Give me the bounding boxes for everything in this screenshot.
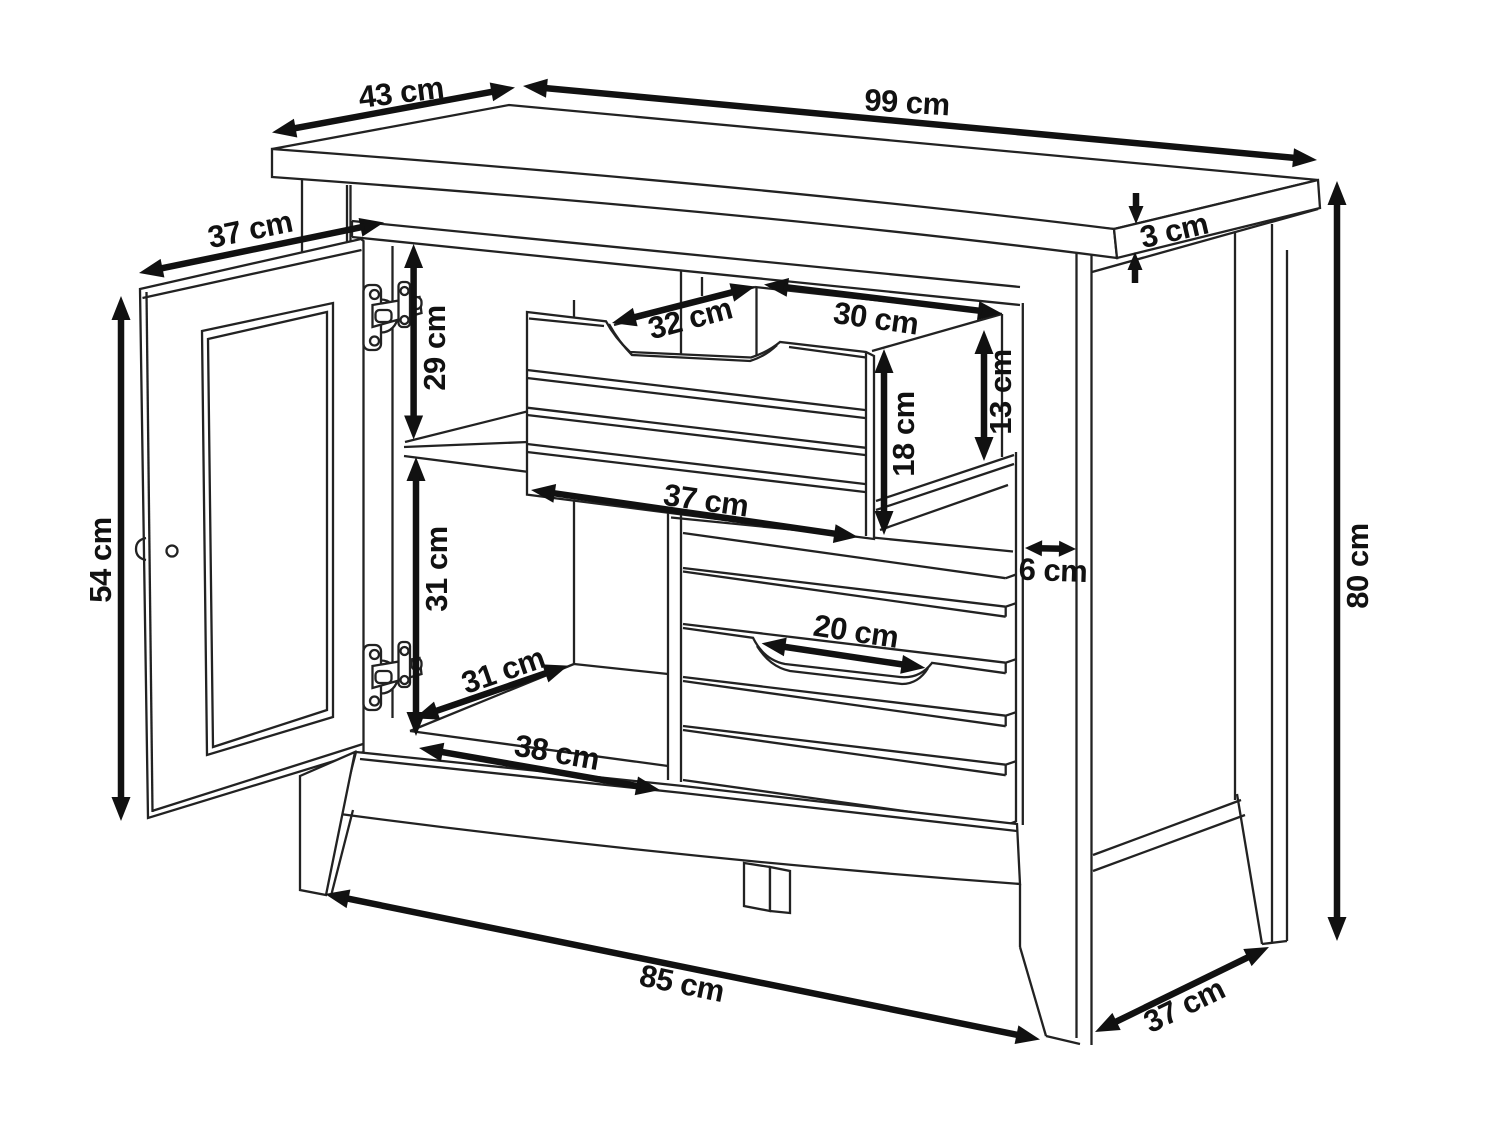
svg-text:31 cm: 31 cm: [419, 526, 454, 611]
svg-text:18 cm: 18 cm: [886, 391, 921, 476]
svg-text:13 cm: 13 cm: [983, 349, 1018, 434]
svg-text:99 cm: 99 cm: [863, 82, 950, 122]
svg-text:54 cm: 54 cm: [83, 517, 118, 602]
svg-text:6 cm: 6 cm: [1018, 552, 1088, 589]
svg-text:80 cm: 80 cm: [1340, 523, 1375, 608]
svg-text:29 cm: 29 cm: [417, 305, 452, 390]
